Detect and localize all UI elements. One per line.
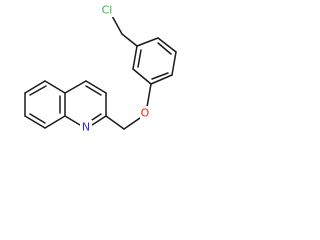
benzo-bond-4 bbox=[24, 115, 46, 129]
bond-ch2-ring bbox=[121, 33, 138, 47]
ether-linkage bbox=[105, 83, 152, 130]
benzo-double-1 bbox=[29, 85, 47, 96]
chloromethyl-group bbox=[110, 13, 138, 47]
oxygen-label: O bbox=[141, 107, 150, 120]
benzene-bond-5 bbox=[132, 68, 152, 85]
chemical-structure: Cl O N bbox=[24, 4, 177, 134]
benzene-double-1 bbox=[157, 42, 172, 55]
benzene-double-2 bbox=[151, 72, 169, 80]
atom-label-oxygen: O bbox=[140, 106, 151, 120]
bond-ring-oxygen bbox=[146, 83, 152, 108]
nitrogen-label: N bbox=[82, 121, 90, 134]
benzo-double-2 bbox=[29, 113, 46, 124]
bond-oxygen-ch2 bbox=[123, 117, 141, 130]
atom-label-nitrogen: N bbox=[80, 120, 92, 134]
bond-ch2-quinoline bbox=[105, 115, 125, 130]
pyridine-bond-c3-c4 bbox=[85, 80, 107, 94]
pyridine-bond-c8a-n bbox=[64, 115, 81, 126]
atom-label-chlorine: Cl bbox=[98, 4, 116, 17]
chlorine-label: Cl bbox=[102, 4, 113, 17]
benzo-bond-2 bbox=[24, 80, 46, 94]
benzene-double-3 bbox=[137, 49, 142, 68]
pyridine-double-1 bbox=[85, 85, 102, 96]
benzene-ring bbox=[132, 37, 177, 85]
benzene-bond-3 bbox=[171, 51, 177, 76]
benzo-bond-5 bbox=[44, 115, 66, 129]
benzene-bond-4 bbox=[150, 74, 173, 85]
benzene-bond-2 bbox=[157, 37, 177, 53]
pyridine-bond-n-c2 bbox=[91, 115, 107, 126]
pyridine-bond-c4-c4a bbox=[64, 80, 87, 94]
pyridine-ring bbox=[64, 80, 107, 126]
bond-cl-ch2 bbox=[110, 13, 123, 35]
benzene-bond-1 bbox=[136, 37, 159, 47]
benzo-bond-1 bbox=[44, 80, 66, 94]
benzo-ring bbox=[24, 80, 66, 129]
benzene-bond-6 bbox=[132, 45, 138, 70]
pyridine-double-2 bbox=[91, 113, 102, 121]
